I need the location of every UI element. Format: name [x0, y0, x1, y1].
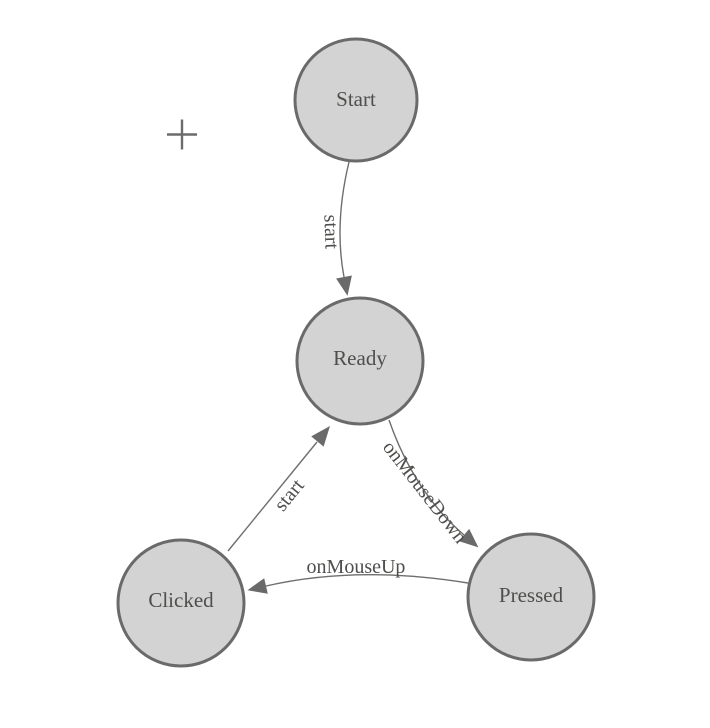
node-clicked-label: Clicked — [148, 588, 214, 612]
node-pressed-label: Pressed — [499, 583, 564, 607]
edge-pressed-to-clicked[interactable]: onMouseUp — [247, 556, 469, 594]
node-pressed-circle[interactable] — [466, 532, 596, 662]
edge-clicked-to-ready[interactable]: start — [227, 426, 330, 552]
node-ready-label: Ready — [333, 346, 387, 370]
node-clicked[interactable]: Clicked — [116, 538, 246, 668]
edge-ready-to-pressed[interactable]: onMouseDown — [378, 419, 479, 548]
node-ready-circle[interactable] — [295, 296, 425, 426]
edge-ready-to-pressed-line[interactable] — [388, 419, 465, 536]
arrowhead-icon — [311, 426, 330, 447]
edge-pressed-to-clicked-line[interactable] — [265, 573, 469, 587]
node-start-circle[interactable] — [293, 37, 419, 163]
edge-clicked-to-ready-line[interactable] — [227, 441, 318, 552]
node-clicked-circle[interactable] — [116, 538, 246, 668]
edge-label-onmouseup: onMouseUp — [307, 556, 406, 578]
node-pressed[interactable]: Pressed — [466, 532, 596, 662]
edge-start-to-ready[interactable]: start — [319, 161, 352, 296]
node-ready[interactable]: Ready — [295, 296, 425, 426]
node-start-label: Start — [336, 87, 376, 111]
crosshair-cursor-icon — [167, 119, 197, 150]
arrowhead-icon — [336, 275, 352, 296]
edge-label-start-2: start — [270, 475, 309, 516]
node-start[interactable]: Start — [293, 37, 419, 163]
edge-start-to-ready-line[interactable] — [339, 161, 350, 278]
edge-label-onmousedown: onMouseDown — [378, 437, 471, 548]
edge-label-start-1: start — [319, 214, 342, 250]
arrowhead-icon — [458, 528, 479, 548]
arrowhead-icon — [247, 578, 268, 594]
